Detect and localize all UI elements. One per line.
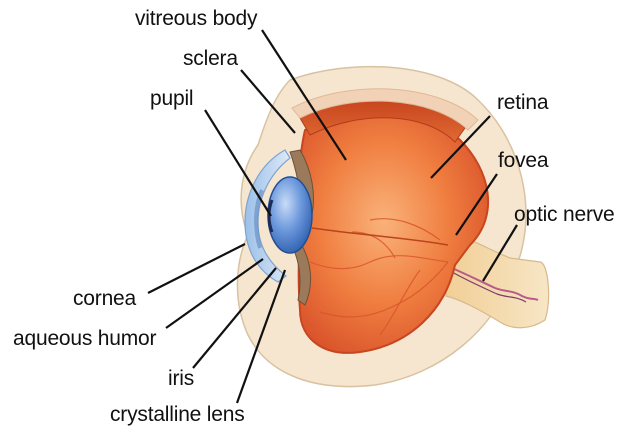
label-fovea: fovea [498,150,548,171]
pointer-cornea [148,244,245,293]
label-iris: iris [168,368,194,389]
label-pupil: pupil [150,88,193,109]
label-sclera: sclera [183,48,238,69]
crystalline-lens [268,177,312,253]
label-aqueous-humor: aqueous humor [13,328,156,349]
label-crystalline-lens: crystalline lens [110,404,245,425]
label-retina: retina [497,92,548,113]
label-cornea: cornea [73,288,136,309]
label-optic-nerve: optic nerve [514,204,615,225]
label-vitreous-body: vitreous body [135,8,257,29]
